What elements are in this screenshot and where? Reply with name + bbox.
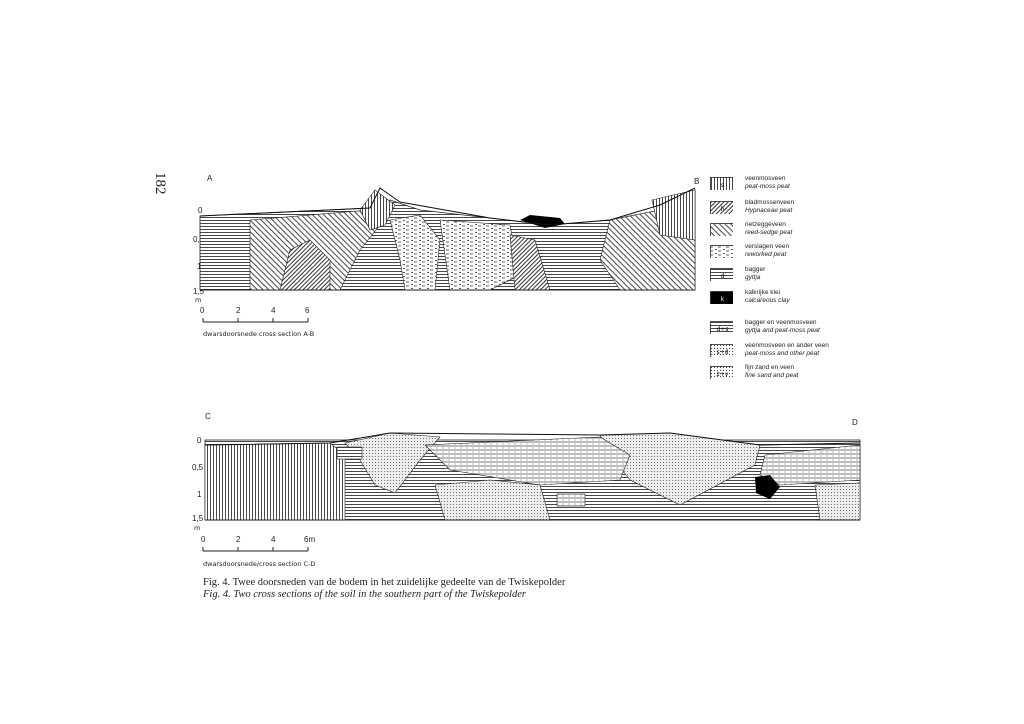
caption-english: Fig. 4. Two cross sections of the soil i… <box>203 589 526 600</box>
legend-label-dutch: bagger <box>745 266 766 273</box>
legend-label-english: calcareous clay <box>745 297 790 304</box>
legend-code: d+s <box>717 326 729 333</box>
legend-label-dutch: bladmossenveen <box>745 199 795 206</box>
legend-label-english: reed-sedge peat <box>745 229 793 236</box>
cd-depth-unit: m <box>194 524 201 532</box>
cd-section-title: dwarsdoorsnede/cross section C-D <box>203 560 316 568</box>
ab-scale-tick-2: 2 <box>236 306 241 315</box>
cd-depth-tick-05: 0,5 <box>192 463 204 472</box>
cd-scale-tick-4: 4 <box>271 535 276 544</box>
section-ab-left-label: A <box>207 174 213 183</box>
ab-scale-tick-0: 0 <box>200 306 205 315</box>
legend-label-english: fine sand and peat <box>745 372 799 379</box>
legend-label-dutch: verslagen veen <box>745 243 790 250</box>
cd-depth-tick-15: 1,5 <box>192 514 204 523</box>
legend-label-english: peat-moss peat <box>745 183 790 190</box>
legend-code: z+v <box>717 371 729 378</box>
legend-label-english: reworked peat <box>745 251 787 258</box>
legend-swatch <box>710 245 733 258</box>
legend-code: k <box>721 296 725 303</box>
cross-section-cd-drawing <box>204 432 861 521</box>
legend-label-english: gyttja and peat-moss peat <box>745 327 820 334</box>
cd-scale-bar <box>202 547 309 552</box>
legend-label-dutch: rietzeggeveen <box>745 221 786 228</box>
legend-label-english: Hypnaceae peat <box>745 207 793 214</box>
ab-depth-tick-0: 0 <box>198 206 203 215</box>
ab-scale-bar <box>202 318 309 323</box>
legend-code: h <box>721 206 725 213</box>
legend-code: d <box>721 273 725 280</box>
legend-swatch: s+d <box>710 344 733 357</box>
cd-scale-tick-0: 0 <box>201 535 206 544</box>
ab-section-title: dwarsdoorsnede cross section A-B <box>203 330 315 338</box>
cross-section-ab-drawing <box>199 187 696 291</box>
legend-swatch <box>710 223 733 236</box>
page-number: 182 <box>152 172 168 195</box>
legend-swatch: d+s <box>710 321 733 334</box>
legend-label-english: peat-moss and other peat <box>745 350 820 357</box>
legend-label-dutch: veenmosveen en ander veen <box>745 342 829 349</box>
legend-label-dutch: kalkrijke klei <box>745 289 781 296</box>
legend-code: s+d <box>717 349 729 356</box>
ab-scale-tick-6: 6 <box>305 306 310 315</box>
ab-depth-tick-05: 0,5 <box>193 235 205 244</box>
section-cd-right-label: D <box>852 418 858 427</box>
legend-swatch: d <box>710 268 733 281</box>
legend-swatch: h <box>710 201 733 214</box>
legend-label-english: gyttja <box>745 274 761 281</box>
legend-label-dutch: fijn zand en veen <box>745 364 795 371</box>
cd-scale-tick-6: 6m <box>304 535 316 544</box>
legend-swatch: s <box>710 177 733 190</box>
cd-depth-tick-1: 1 <box>197 490 202 499</box>
ab-depth-tick-15: 1,5 <box>193 287 205 296</box>
caption-dutch: Fig. 4. Twee doorsneden van de bodem in … <box>203 577 566 588</box>
legend-label-dutch: bagger en veenmosveen <box>745 319 817 326</box>
cd-depth-tick-0: 0 <box>197 436 202 445</box>
legend-swatch: k <box>710 291 733 304</box>
legend-label-dutch: veenmosveen <box>745 175 786 182</box>
section-ab-right-label: B <box>694 177 700 186</box>
legend-code: s <box>721 182 724 189</box>
section-cd-left-label: C <box>205 412 211 421</box>
legend-swatch: z+v <box>710 366 733 379</box>
cd-scale-tick-2: 2 <box>236 535 241 544</box>
ab-scale-tick-4: 4 <box>271 306 276 315</box>
ab-depth-unit: m <box>195 296 202 304</box>
ab-depth-tick-1: 1 <box>197 262 202 271</box>
